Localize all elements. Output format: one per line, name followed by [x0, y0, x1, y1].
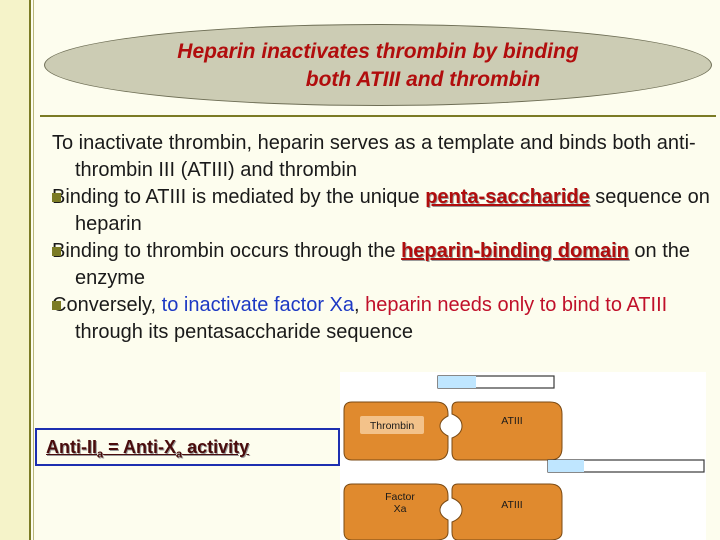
left-rule: [29, 0, 31, 540]
bullet4-blue: to inactivate factor Xa: [161, 294, 354, 316]
bullet-pentasaccharide: Binding to ATIII is mediated by the uniq…: [52, 184, 712, 238]
bullet4-red: heparin needs only to bind to ATIII: [365, 294, 668, 316]
bullet-heparin-binding: Binding to thrombin occurs through the h…: [52, 238, 712, 292]
left-rule-thin: [33, 0, 34, 540]
slide-body: To inactivate thrombin, heparin serves a…: [52, 130, 712, 346]
title-oval: [44, 24, 712, 106]
left-accent-bar: [0, 0, 29, 540]
thrombin-label-bg: [360, 416, 424, 434]
bullet2-prefix: Binding to ATIII is mediated by the uniq…: [52, 186, 426, 208]
atiii-label-top: ATIII: [501, 415, 522, 427]
bullet-factor-xa: Conversely, to inactivate factor Xa, hep…: [52, 292, 712, 346]
heparin-strip-top-tip: [438, 376, 476, 388]
bullet3-emphasis: heparin-binding domain: [401, 240, 629, 262]
atiii-piece-top: [451, 401, 563, 461]
callout-part1: Anti-II: [46, 437, 97, 457]
callout-sub1: a: [97, 448, 104, 461]
callout-part2: = Anti-X: [103, 437, 176, 457]
callout-sub2: a: [175, 448, 183, 461]
atiii-label-bottom: ATIII: [501, 499, 522, 511]
callout-box: [35, 428, 340, 466]
title-line-2: both ATIII and thrombin: [305, 68, 541, 91]
bullet-square-icon: [52, 193, 61, 202]
intro-paragraph: To inactivate thrombin, heparin serves a…: [52, 130, 712, 184]
bullet-square-icon: [52, 301, 61, 310]
title-line-1: Heparin inactivates thrombin by binding: [177, 40, 579, 63]
title-divider: [40, 115, 716, 117]
bullet-square-icon: [52, 247, 61, 256]
bullet3-suffix: on the enzyme: [75, 240, 691, 289]
bullet2-suffix: sequence on heparin: [75, 186, 710, 235]
bullet4-mid: ,: [354, 294, 366, 316]
atiii-piece-bottom: [451, 483, 563, 540]
callout-part3: activity: [182, 437, 250, 457]
bullet4-prefix: Conversely,: [52, 294, 162, 316]
bullet3-prefix: Binding to thrombin occurs through the: [52, 240, 402, 262]
slide-title: Heparin inactivates thrombin by binding …: [44, 38, 712, 94]
intro-text: To inactivate thrombin, heparin serves a…: [52, 132, 696, 181]
callout-text: Anti-IIa = Anti-Xa activity: [46, 436, 249, 466]
bullet4-suffix: through its pentasaccharide sequence: [75, 321, 414, 343]
factor-xa-piece: [343, 483, 449, 540]
heparin-strip-bottom-tip: [548, 460, 584, 472]
thrombin-label: Thrombin: [370, 420, 415, 432]
bullet2-emphasis: penta-saccharide: [425, 186, 590, 208]
